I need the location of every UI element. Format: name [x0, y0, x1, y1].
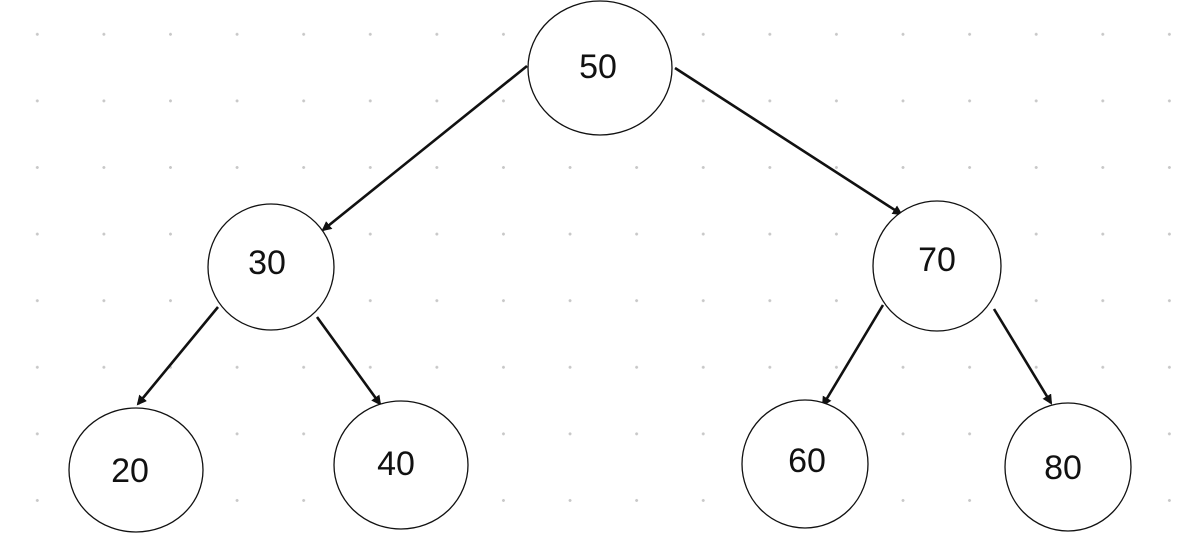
edge-70-80 — [992, 308, 1053, 405]
node-label-70: 70 — [918, 241, 956, 279]
tree-node-50[interactable]: 50 — [527, 0, 673, 136]
edge-30-20 — [136, 306, 220, 406]
node-label-20: 20 — [111, 452, 149, 490]
node-label-60: 60 — [788, 442, 826, 480]
tree-node-40[interactable]: 40 — [333, 400, 469, 530]
tree-node-70[interactable]: 70 — [872, 200, 1002, 332]
tree-node-80[interactable]: 80 — [1004, 402, 1132, 532]
tree-node-30[interactable]: 30 — [207, 203, 335, 331]
node-label-30: 30 — [248, 244, 286, 282]
edge-30-40 — [315, 316, 382, 406]
node-label-80: 80 — [1044, 449, 1082, 487]
edge-50-30 — [321, 64, 528, 232]
edge-70-60 — [821, 304, 885, 407]
node-label-40: 40 — [377, 445, 415, 483]
node-label-50: 50 — [579, 48, 617, 86]
edge-50-70 — [674, 66, 903, 216]
tree-node-20[interactable]: 20 — [68, 407, 204, 533]
tree-node-60[interactable]: 60 — [741, 399, 869, 529]
